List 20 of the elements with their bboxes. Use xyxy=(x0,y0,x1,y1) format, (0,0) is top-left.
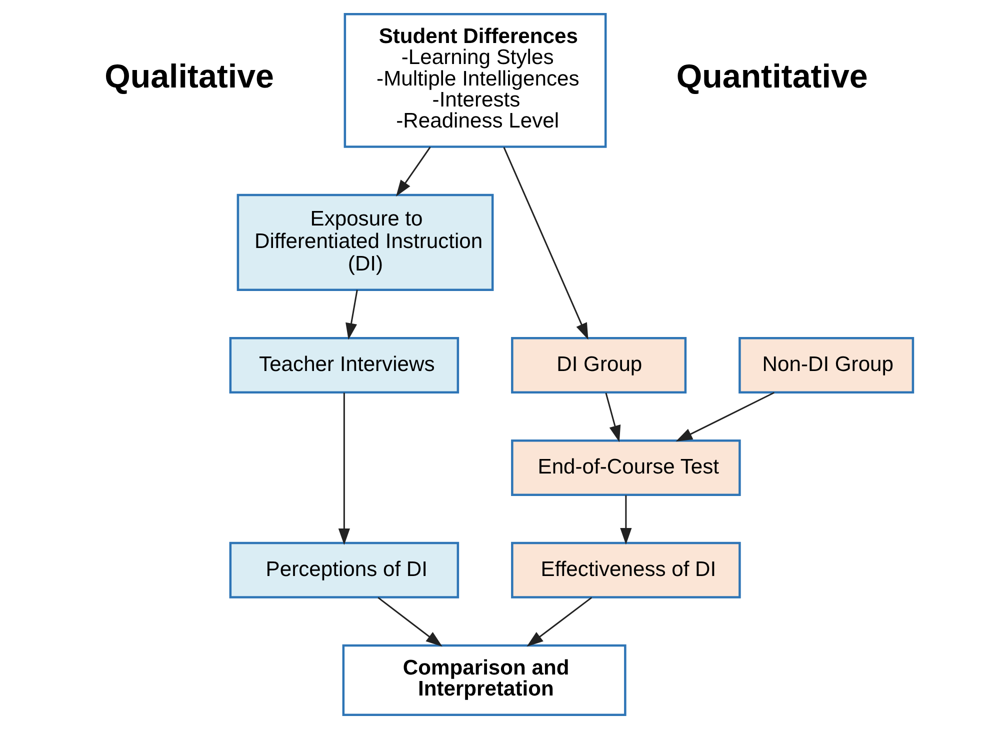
arrow xyxy=(396,146,430,197)
arrow xyxy=(620,495,632,545)
node-box: Perceptions of DI xyxy=(228,542,459,598)
node-box: Student Differences -Learning Styles -Multiple Intelligences -Interests -Readiness Level xyxy=(343,13,606,148)
arrow xyxy=(502,147,588,340)
node-box: Exposure to Differentiated Instruction (DI) xyxy=(236,194,494,292)
arrow xyxy=(345,290,358,340)
node-box: DI Group xyxy=(510,337,686,394)
arrow xyxy=(604,392,620,442)
arrow xyxy=(675,392,774,442)
arrow xyxy=(338,392,350,546)
label: Qualitative xyxy=(104,58,274,96)
arrow xyxy=(377,596,442,647)
node-box: Comparison and Interpretation xyxy=(342,644,626,716)
node-box: Non-DI Group xyxy=(738,337,914,394)
arrow xyxy=(526,596,592,647)
label: Quantitative xyxy=(676,58,868,96)
node-box: Effectiveness of DI xyxy=(510,542,740,598)
node-box: End-of-Course Test xyxy=(510,439,740,496)
node-box: Teacher Interviews xyxy=(228,337,459,394)
